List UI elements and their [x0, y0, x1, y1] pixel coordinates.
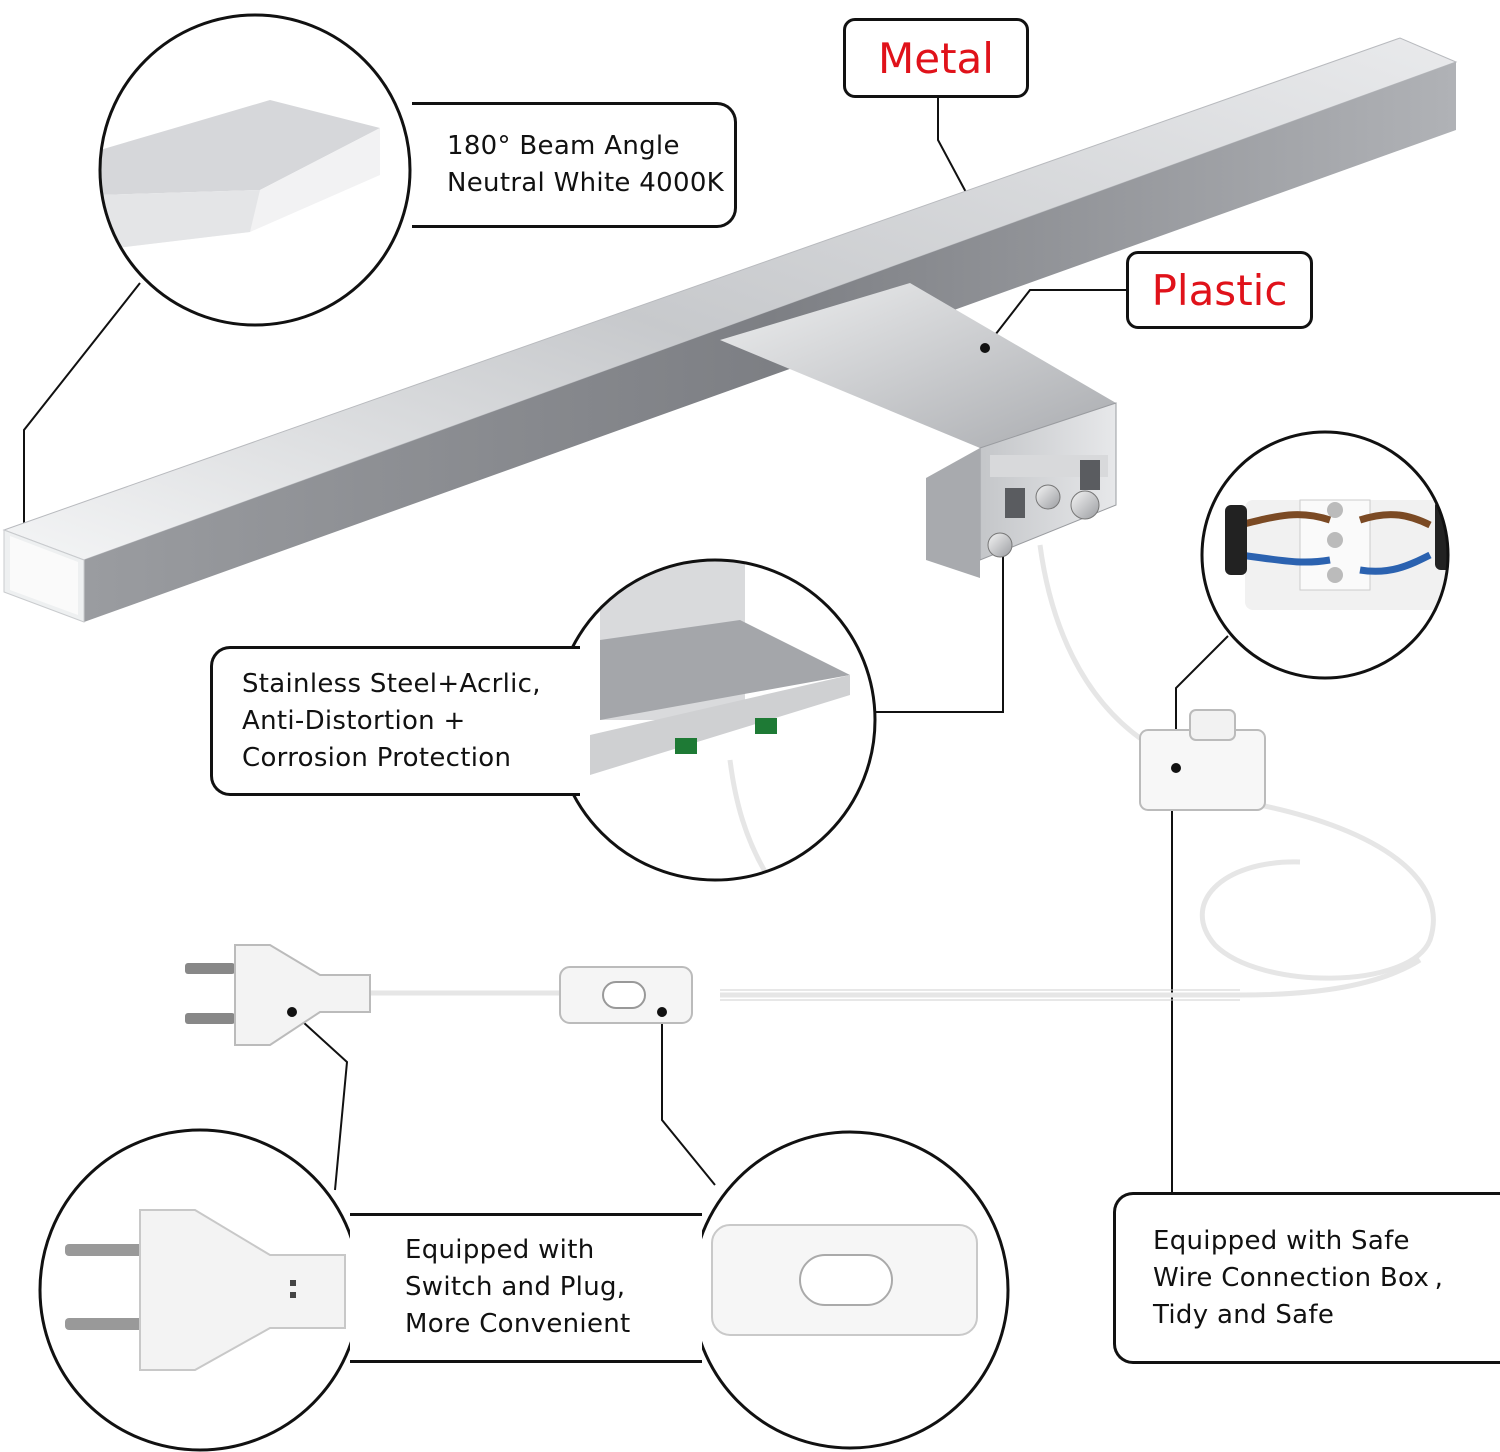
- beam-callout-line2: Neutral White 4000K: [447, 168, 725, 198]
- cable: [370, 544, 1436, 998]
- detail-circle-connection: [1200, 430, 1450, 680]
- detail-circle-beam: [98, 13, 412, 327]
- material-callout-line2: Anti-Distortion +: [242, 706, 466, 736]
- switch-plug-callout: [350, 1213, 702, 1363]
- detail-circle-bracket: [553, 558, 877, 882]
- switch-plug-callout-line2: Switch and Plug,: [405, 1272, 626, 1302]
- connection-box-callout-line3: Tidy and Safe: [1153, 1300, 1335, 1330]
- switch-plug-callout-line1: Equipped with: [405, 1235, 595, 1265]
- leader-lines: [23, 96, 1229, 1192]
- beam-callout: [412, 102, 737, 228]
- material-callout-line3: Corrosion Protection: [242, 743, 512, 773]
- mounting-bracket: [720, 283, 1117, 578]
- switch-plug-callout-line3: More Convenient: [405, 1309, 631, 1339]
- junction-box: [1139, 709, 1266, 811]
- connection-box-callout-line2: Wire Connection Box ,: [1153, 1263, 1444, 1293]
- metal-label: Metal: [843, 18, 1029, 98]
- cable-outline: [720, 989, 1240, 1001]
- material-callout-line1: Stainless Steel+Acrlic,: [242, 669, 541, 699]
- eu-plug: [185, 944, 371, 1046]
- plastic-label: Plastic: [1126, 251, 1313, 329]
- material-callout: [210, 646, 580, 796]
- connection-box-callout: [1113, 1192, 1500, 1364]
- detail-circle-plug: [38, 1128, 362, 1452]
- inline-rocker-switch: [559, 966, 693, 1024]
- detail-circle-switch: [690, 1130, 1010, 1450]
- connection-box-callout-line1: Equipped with Safe: [1153, 1226, 1410, 1256]
- beam-callout-line1: 180° Beam Angle: [447, 131, 680, 161]
